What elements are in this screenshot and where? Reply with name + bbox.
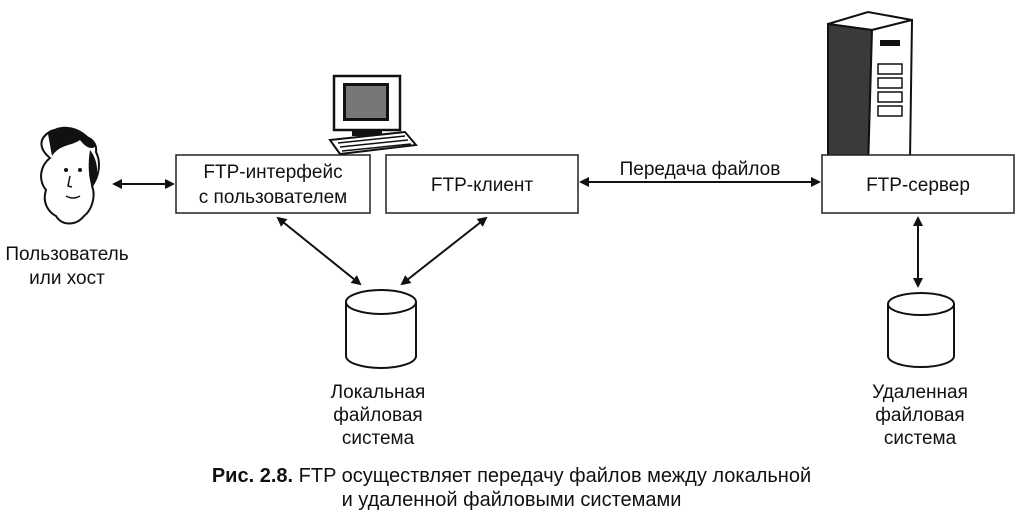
interface-local-fs-arrow xyxy=(276,216,362,286)
local-fs-label-line1: Локальная xyxy=(331,382,426,403)
remote-fs-label-line2: файловая xyxy=(875,405,964,426)
ftp-interface-label-line1: FTP-интерфейс xyxy=(203,162,342,183)
caption-line1: Рис. 2.8. FTP осуществляет передачу файл… xyxy=(0,464,1023,488)
figure-caption: Рис. 2.8. FTP осуществляет передачу файл… xyxy=(0,464,1023,512)
user-icon xyxy=(40,126,100,225)
remote-fs-label-line1: Удаленная xyxy=(872,382,968,403)
ftp-client-label: FTP-клиент xyxy=(431,175,533,196)
user-label-line2: или хост xyxy=(29,268,105,289)
transfer-label: Передача файлов xyxy=(620,159,781,180)
caption-text-line2: и удаленной файловыми системами xyxy=(341,489,682,511)
ftp-interface-box: FTP-интерфейс с пользователем xyxy=(175,154,371,214)
server-icon xyxy=(827,10,914,172)
remote-fs-label-line3: система xyxy=(884,428,957,449)
local-disk-icon xyxy=(345,289,417,369)
local-fs-label-line2: файловая xyxy=(333,405,422,426)
computer-icon xyxy=(328,74,418,156)
ftp-server-label: FTP-сервер xyxy=(866,175,970,196)
remote-disk-icon xyxy=(887,292,955,368)
local-fs-label-line3: система xyxy=(342,428,415,449)
ftp-server-box: FTP-сервер xyxy=(821,154,1015,214)
ftp-interface-label-line2: с пользователем xyxy=(199,187,347,208)
client-local-fs-arrow xyxy=(400,216,488,286)
ftp-client-box: FTP-клиент xyxy=(385,154,579,214)
user-label-line1: Пользователь xyxy=(5,244,128,265)
caption-text-line1: FTP осуществляет передачу файлов между л… xyxy=(298,465,812,487)
figure-number: Рис. 2.8. xyxy=(211,465,294,487)
